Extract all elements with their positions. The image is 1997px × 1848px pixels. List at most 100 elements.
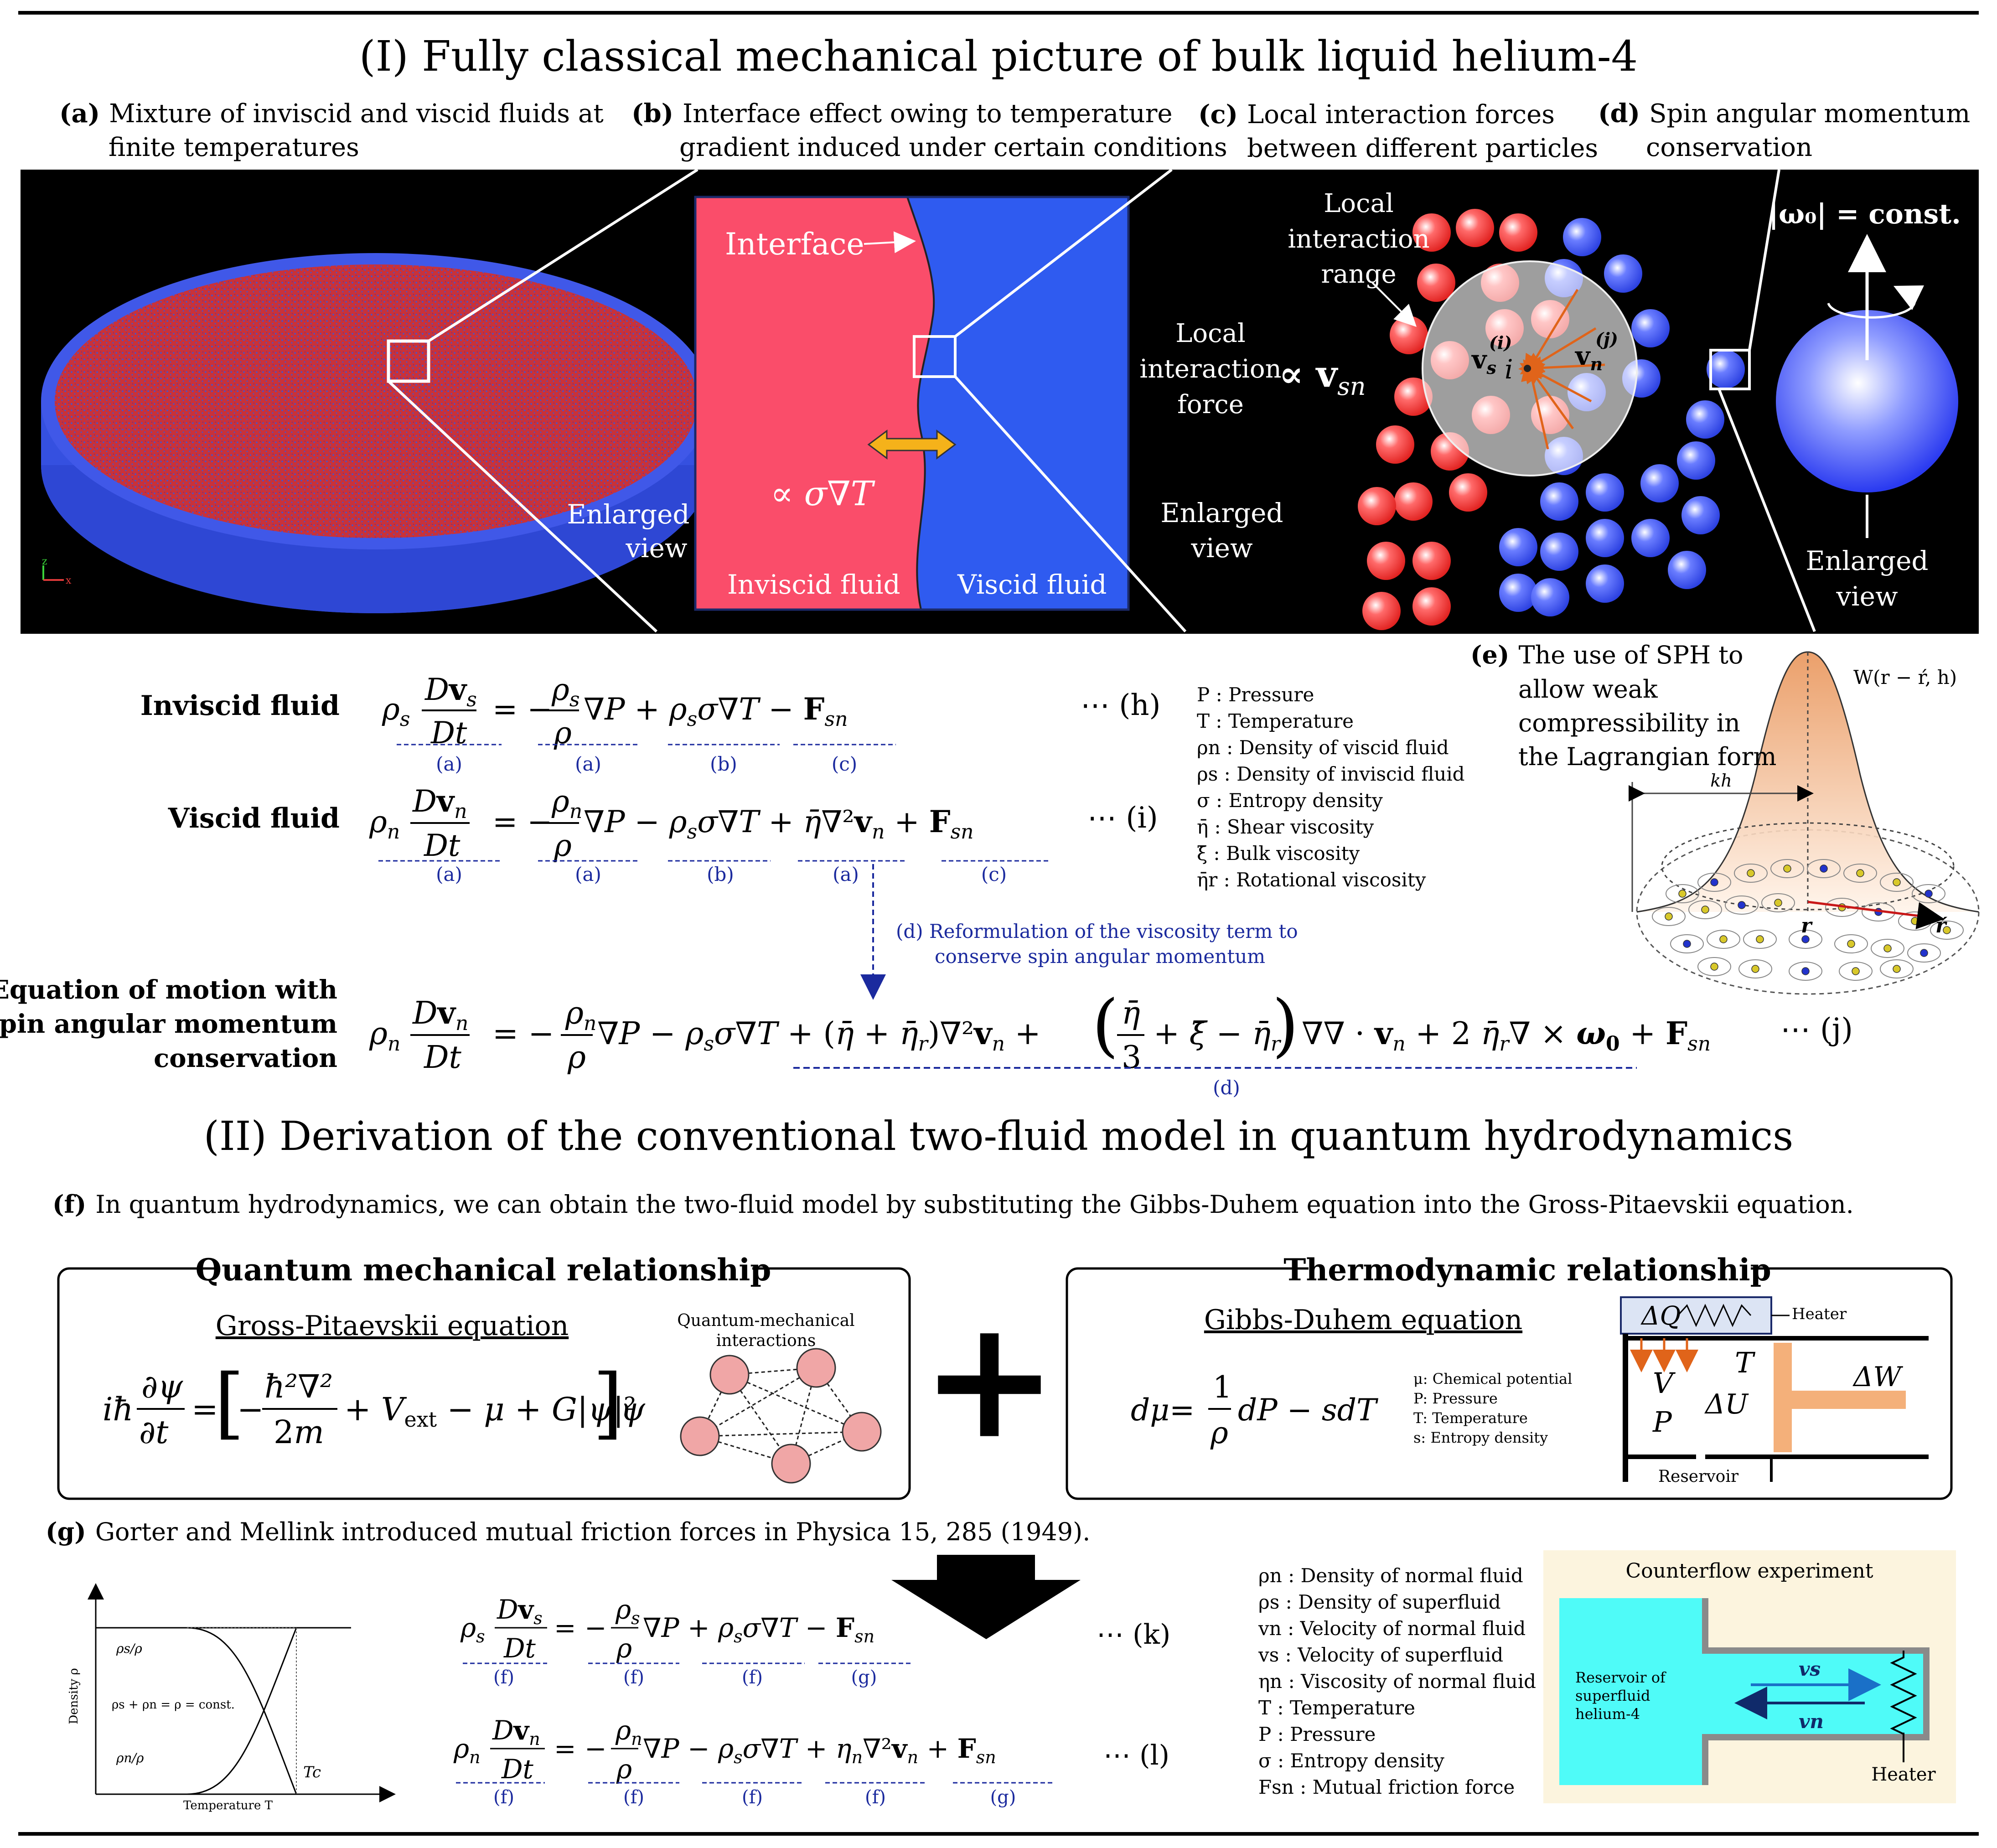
svg-text:(b): (b) [707,863,734,885]
svg-text:ρ: ρ [616,1754,632,1785]
derivation-arrow [891,1580,1081,1639]
sph-particle [1852,967,1860,975]
tag-k: ⋯ (k) [1097,1619,1170,1651]
svg-text:= −: = − [492,804,553,839]
panel-b-enlarged-2: view [625,533,687,564]
tag-i: ⋯ (i) [1087,801,1158,835]
equation-h: ρs Dvs Dt = − ρs ρ ∇P + ρsσ∇T − Fsn [382,672,848,751]
viscid-particle [1668,551,1706,589]
svg-text:ψ: ψ [620,1391,646,1428]
reformulation-line2: conserve spin angular momentum [935,945,1265,968]
inviscid-particle [1367,542,1405,580]
zoom-line-d1 [1748,169,1780,351]
reformulation-line1: (d) Reformulation of the viscosity term … [896,920,1298,942]
svg-text:Dvn: Dvn [412,995,468,1035]
viscid-particle [1586,519,1624,557]
svg-text:= −: = − [554,1612,607,1643]
sph-cell [1743,930,1777,949]
range-label-3: range [1321,259,1396,289]
svg-text:(a): (a) [833,863,859,885]
inviscid-particle [1358,487,1396,525]
cf-reservoir-2: superfluid [1575,1687,1650,1704]
equation-k: ρs Dvs Dt = − ρs ρ ∇P + ρsσ∇T − Fsn [460,1594,874,1664]
equation-k-mark-labels: (f) (f) (f) (g) [493,1667,877,1688]
svg-text:ρs: ρs [460,1612,485,1646]
sph-cell [1738,959,1772,978]
sph-particle [1893,878,1901,886]
equation-h-mark-labels: (a) (a) (b) (c) [436,753,857,775]
svg-text:ρ: ρ [616,1633,632,1664]
cf-vs-label: vs [1799,1658,1821,1680]
svg-text:= −: = − [492,1016,554,1052]
sph-particle [1747,869,1755,877]
symbol-definition: Fsn : Mutual friction force [1258,1776,1515,1798]
svg-text:Dt: Dt [503,1633,536,1664]
sph-particle [1783,864,1791,873]
symbol-definition: ηn : Viscosity of normal fluid [1258,1670,1536,1693]
sph-cell [1652,907,1686,926]
svg-text:=: = [1169,1392,1195,1428]
svg-text:Dvn: Dvn [412,783,467,823]
sph-particle [1801,967,1810,975]
panel-d-caption-line2: conservation [1646,133,1812,162]
density-label-bottom: ρn/ρ [116,1750,144,1765]
equation-j: ρn Dvn Dt = − ρn ρ ∇P − ρsσ∇T + (η̄ + η̄… [369,986,1711,1076]
sph-particle [1719,935,1728,943]
sph-cell [1770,859,1804,878]
svg-text:T: Temperature: T: Temperature [1413,1409,1528,1427]
vn-j-label: vn(j) [1574,329,1618,374]
thermo-box-title-mask [1309,1252,1751,1288]
interaction-arrows [1518,289,1605,450]
force-label-2: interaction [1139,354,1281,384]
viscid-particle [1563,218,1601,256]
sph-particle [1943,926,1951,934]
sph-particle [1751,965,1759,973]
thermo-box-title: Thermodynamic relationship [1283,1252,1771,1288]
panel-b-caption-line2: gradient induced under certain condition… [679,133,1227,162]
svg-text:∇P + ρsσ∇T − Fsn: ∇P + ρsσ∇T − Fsn [643,1612,874,1646]
svg-text:2m: 2m [274,1413,324,1451]
proportional-vsn: ∝ vsn [1279,352,1366,401]
sph-cell [1734,864,1768,883]
density-xlabel: Temperature T [183,1799,273,1812]
viscid-particle [1707,350,1745,388]
range-pointer [1371,282,1417,327]
derivation-arrow-stem [937,1555,1035,1582]
svg-text:∂ψ: ∂ψ [141,1368,183,1405]
svg-text:ρn: ρn [615,1715,642,1749]
viscid-particle [1686,400,1724,439]
svg-text:1: 1 [1213,1370,1232,1405]
viscid-fluid-label: Viscid fluid [957,569,1107,600]
panel-b-caption: (b)Interface effect owing to temperature [631,98,1173,129]
section1-title: (I) Fully classical mechanical picture o… [359,32,1638,81]
symbol-definition: ρs : Density of inviscid fluid [1197,763,1465,785]
counterflow-apparatus [1559,1598,1930,1785]
inviscid-particle [1449,473,1487,512]
r-label: r [1801,914,1813,937]
omega-const-label: |ω₀| = const. [1769,198,1961,230]
sph-cell [1666,884,1699,903]
zoom-box-d [1709,349,1751,390]
counterflow-title: Counterflow experiment [1625,1559,1873,1583]
viscid-eq-label: Viscid fluid [168,802,340,834]
symbol-definition: ρs : Density of superfluid [1258,1591,1501,1613]
equation-l: ρn Dvn Dt = − ρn ρ ∇P − ρsσ∇T + ηn∇²vn +… [453,1715,996,1785]
sph-cell [1834,934,1868,953]
qm-interactions-2: interactions [716,1331,816,1350]
svg-text:(g): (g) [851,1667,877,1688]
svg-text:s: Entropy density: s: Entropy density [1413,1429,1548,1446]
cf-heater-label: Heater [1871,1764,1936,1785]
svg-text:]: ] [593,1358,623,1448]
interaction-force-arrow [1521,357,1549,450]
sph-cell [1789,930,1822,949]
svg-text:Dt: Dt [501,1754,534,1785]
sph-cell [1880,873,1914,892]
inviscid-particle [1394,482,1433,521]
viscid-particle [1604,254,1642,293]
inviscid-particle [1412,587,1451,626]
svg-text:ρs: ρs [615,1594,640,1628]
svg-text:ħ²∇²: ħ²∇² [264,1368,333,1405]
cf-reservoir-1: Reservoir of [1575,1669,1666,1686]
svg-text:∇P + ρsσ∇T − Fsn: ∇P + ρsσ∇T − Fsn [584,691,848,731]
